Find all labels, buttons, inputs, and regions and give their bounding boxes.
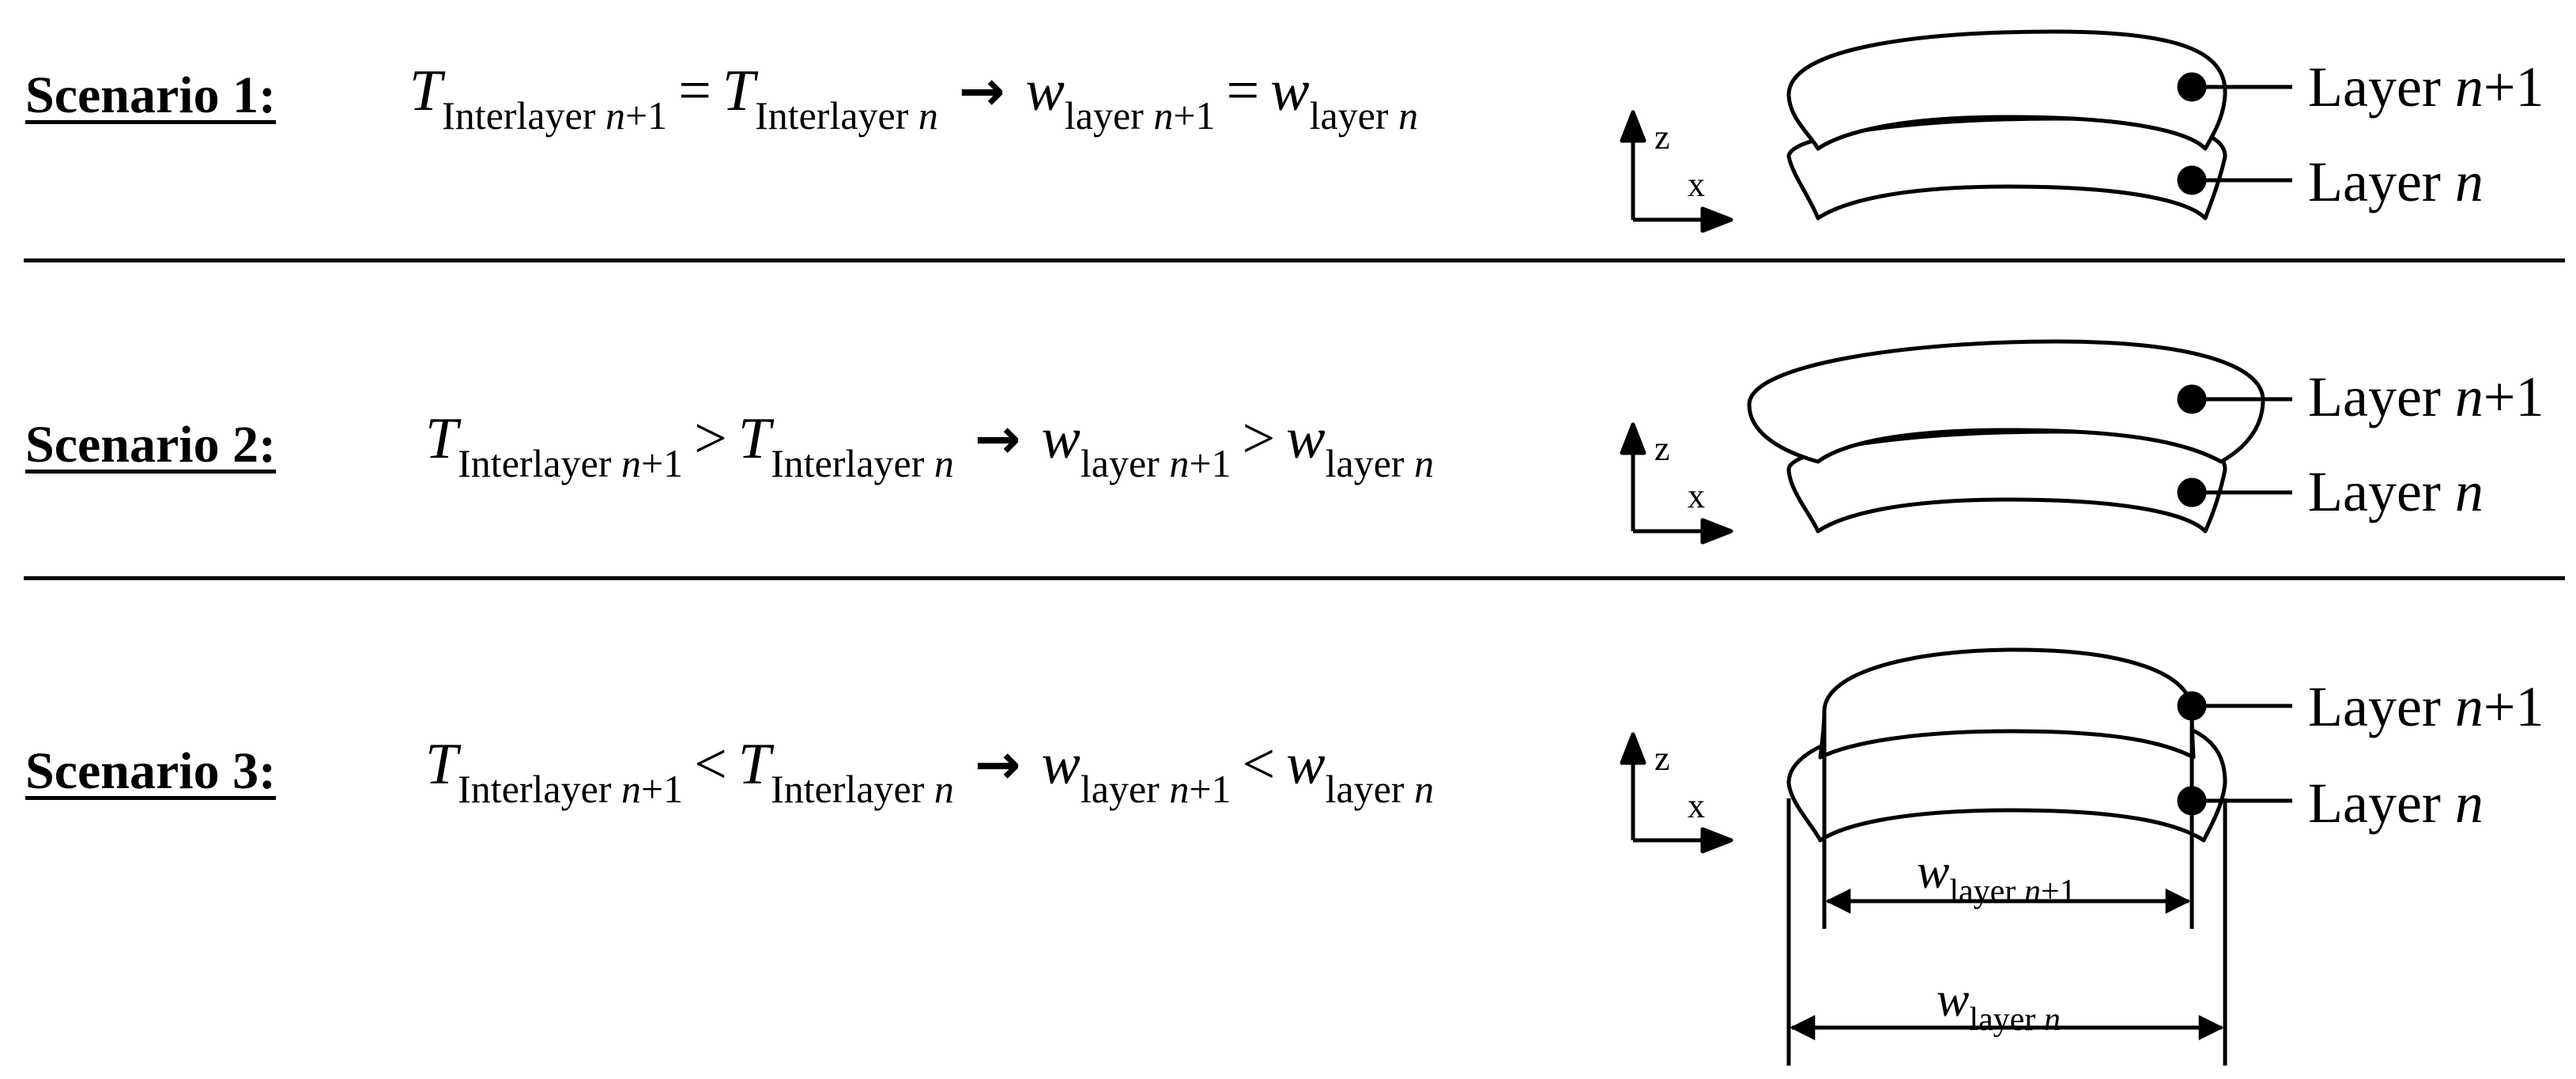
scenario-1-x-axis-label: x	[1688, 165, 1705, 204]
scenario-3-equation: TInterlayer n+1<TInterlayer n→wlayer n+1…	[425, 732, 1435, 811]
implies-arrow-icon: →	[974, 732, 1021, 797]
scenario-1-layer-n-plus-1-ring	[1786, 29, 2227, 151]
scenario-3-title: Scenario 3:	[25, 742, 277, 800]
scenario-3-z-axis-label: z	[1654, 739, 1670, 778]
implies-arrow-icon: →	[974, 406, 1021, 471]
scenario-2-layer-n-plus-1-ring	[1747, 339, 2265, 464]
divider-1	[24, 258, 2565, 262]
scenario-2-x-axis-label: x	[1688, 477, 1705, 515]
scenario-3-axes-icon	[1620, 732, 1733, 854]
scenario-1-layer-n-plus-1-label: Layer n+1	[2308, 55, 2544, 119]
scenario-2-equation: TInterlayer n+1>TInterlayer n→wlayer n+1…	[425, 406, 1435, 485]
scenario-2-layer-n-label: Layer n	[2308, 460, 2484, 523]
scenario-1-layer-n-ring	[1786, 116, 2227, 221]
scenario-3-layer-n-plus-1-label: Layer n+1	[2308, 675, 2544, 738]
scenario-2-z-axis-label: z	[1654, 429, 1670, 468]
scenario-1-z-axis-label: z	[1654, 118, 1670, 157]
scenario-2-axes-icon	[1620, 422, 1733, 545]
scenario-3-x-axis-label: x	[1688, 787, 1705, 825]
scenario-1-axes-icon	[1620, 110, 1733, 233]
scenario-3-layer-n-ring	[1786, 709, 2227, 843]
divider-2	[24, 576, 2565, 580]
scenario-1-layer-n-label: Layer n	[2308, 150, 2484, 213]
scenario-3-layer-n-label: Layer n	[2308, 772, 2484, 835]
scenario-1-title: Scenario 1:	[25, 66, 277, 124]
scenario-2-title: Scenario 2:	[25, 416, 277, 473]
implies-arrow-icon: →	[958, 58, 1005, 123]
scenario-2-layer-n-plus-1-label: Layer n+1	[2308, 365, 2544, 428]
scenario-1-equation: TInterlayer n+1=TInterlayer n→wlayer n+1…	[409, 58, 1419, 138]
